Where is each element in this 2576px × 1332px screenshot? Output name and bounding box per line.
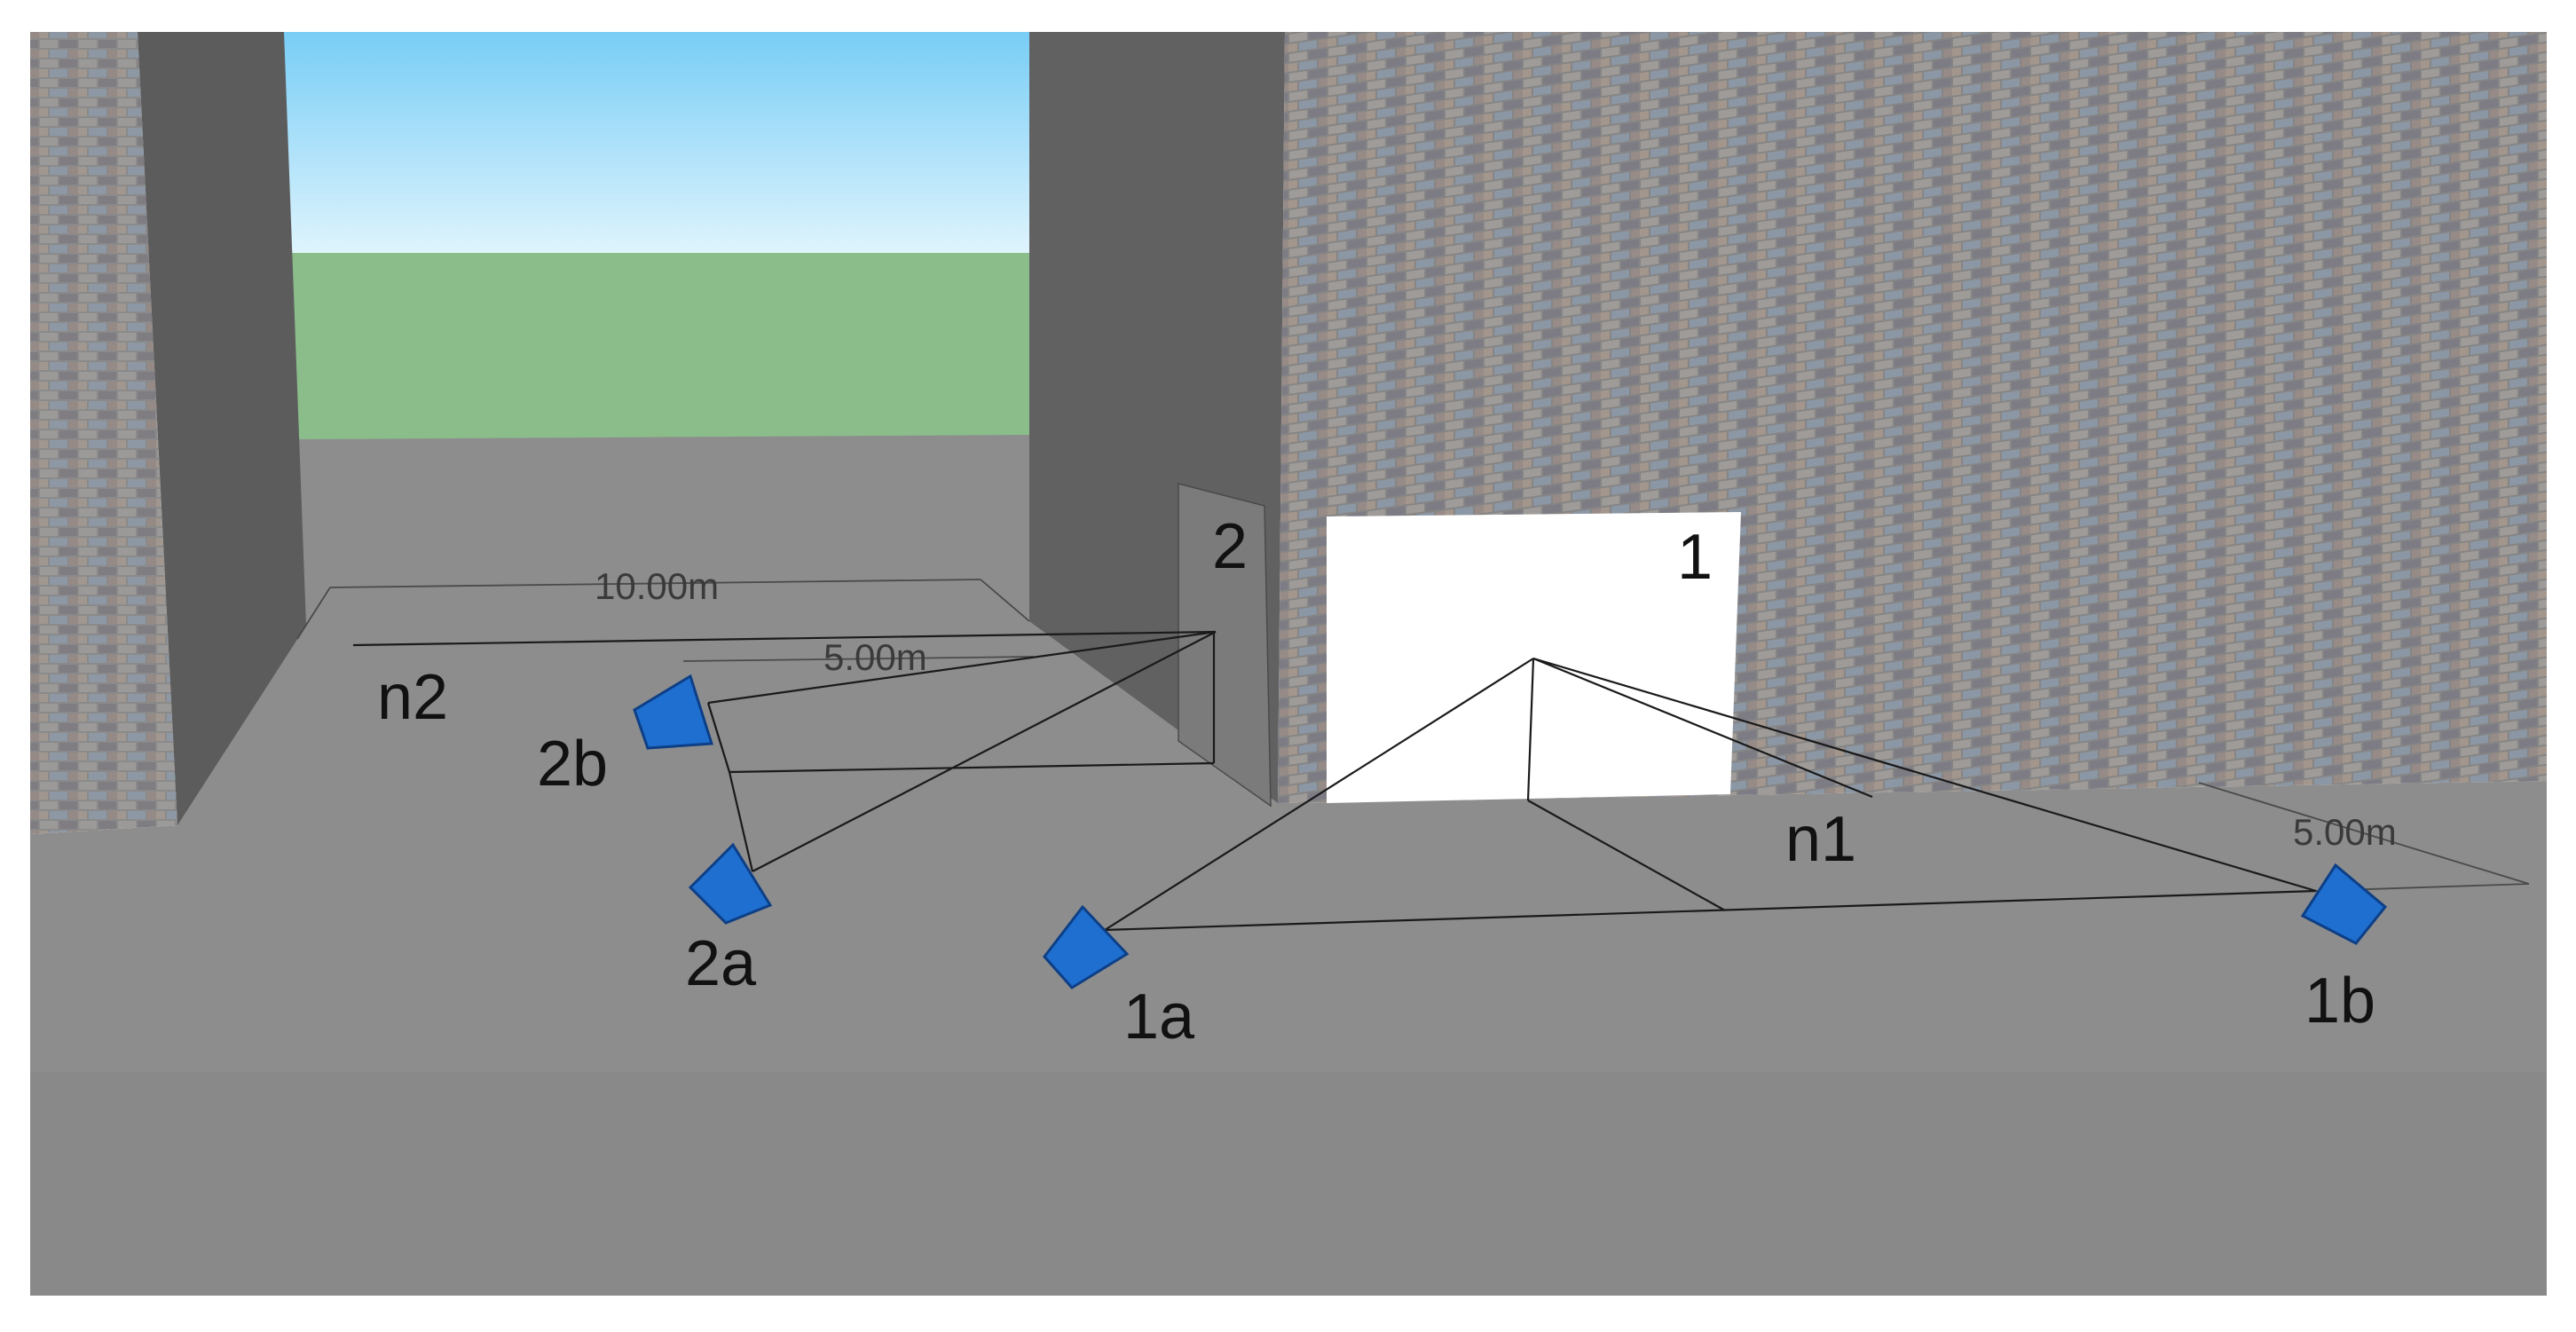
camera-icon-1b	[2300, 863, 2388, 945]
node-n1-label: n1	[1785, 804, 1856, 875]
door-1-label: 1	[1677, 522, 1713, 593]
dimension-5m-left-label: 5.00m	[823, 636, 927, 678]
dimension-10m	[296, 579, 1030, 640]
grass	[275, 253, 1047, 439]
dimension-5m-left	[682, 656, 1035, 662]
dimension-10m-label: 10.00m	[595, 565, 719, 607]
camera-icon-2b	[633, 674, 714, 750]
door-2	[1178, 483, 1272, 808]
dimension-5m-right-label: 5.00m	[2293, 811, 2397, 853]
left-brick-wall	[30, 32, 177, 834]
camera-2a-label: 2a	[685, 928, 757, 999]
door-2-label: 2	[1212, 511, 1248, 582]
camera-1b-label: 1b	[2304, 966, 2375, 1036]
camera-2b-label: 2b	[537, 729, 608, 800]
door-1	[1327, 512, 1741, 803]
sky	[275, 32, 1047, 254]
ground-foreground	[30, 1072, 2547, 1296]
camera-icon-1a	[1043, 904, 1130, 989]
sightlines	[352, 630, 2317, 932]
camera-1a-label: 1a	[1123, 981, 1195, 1052]
left-wall-side	[138, 32, 306, 825]
node-n2-label: n2	[377, 662, 448, 733]
camera-icon-2a	[688, 842, 773, 925]
